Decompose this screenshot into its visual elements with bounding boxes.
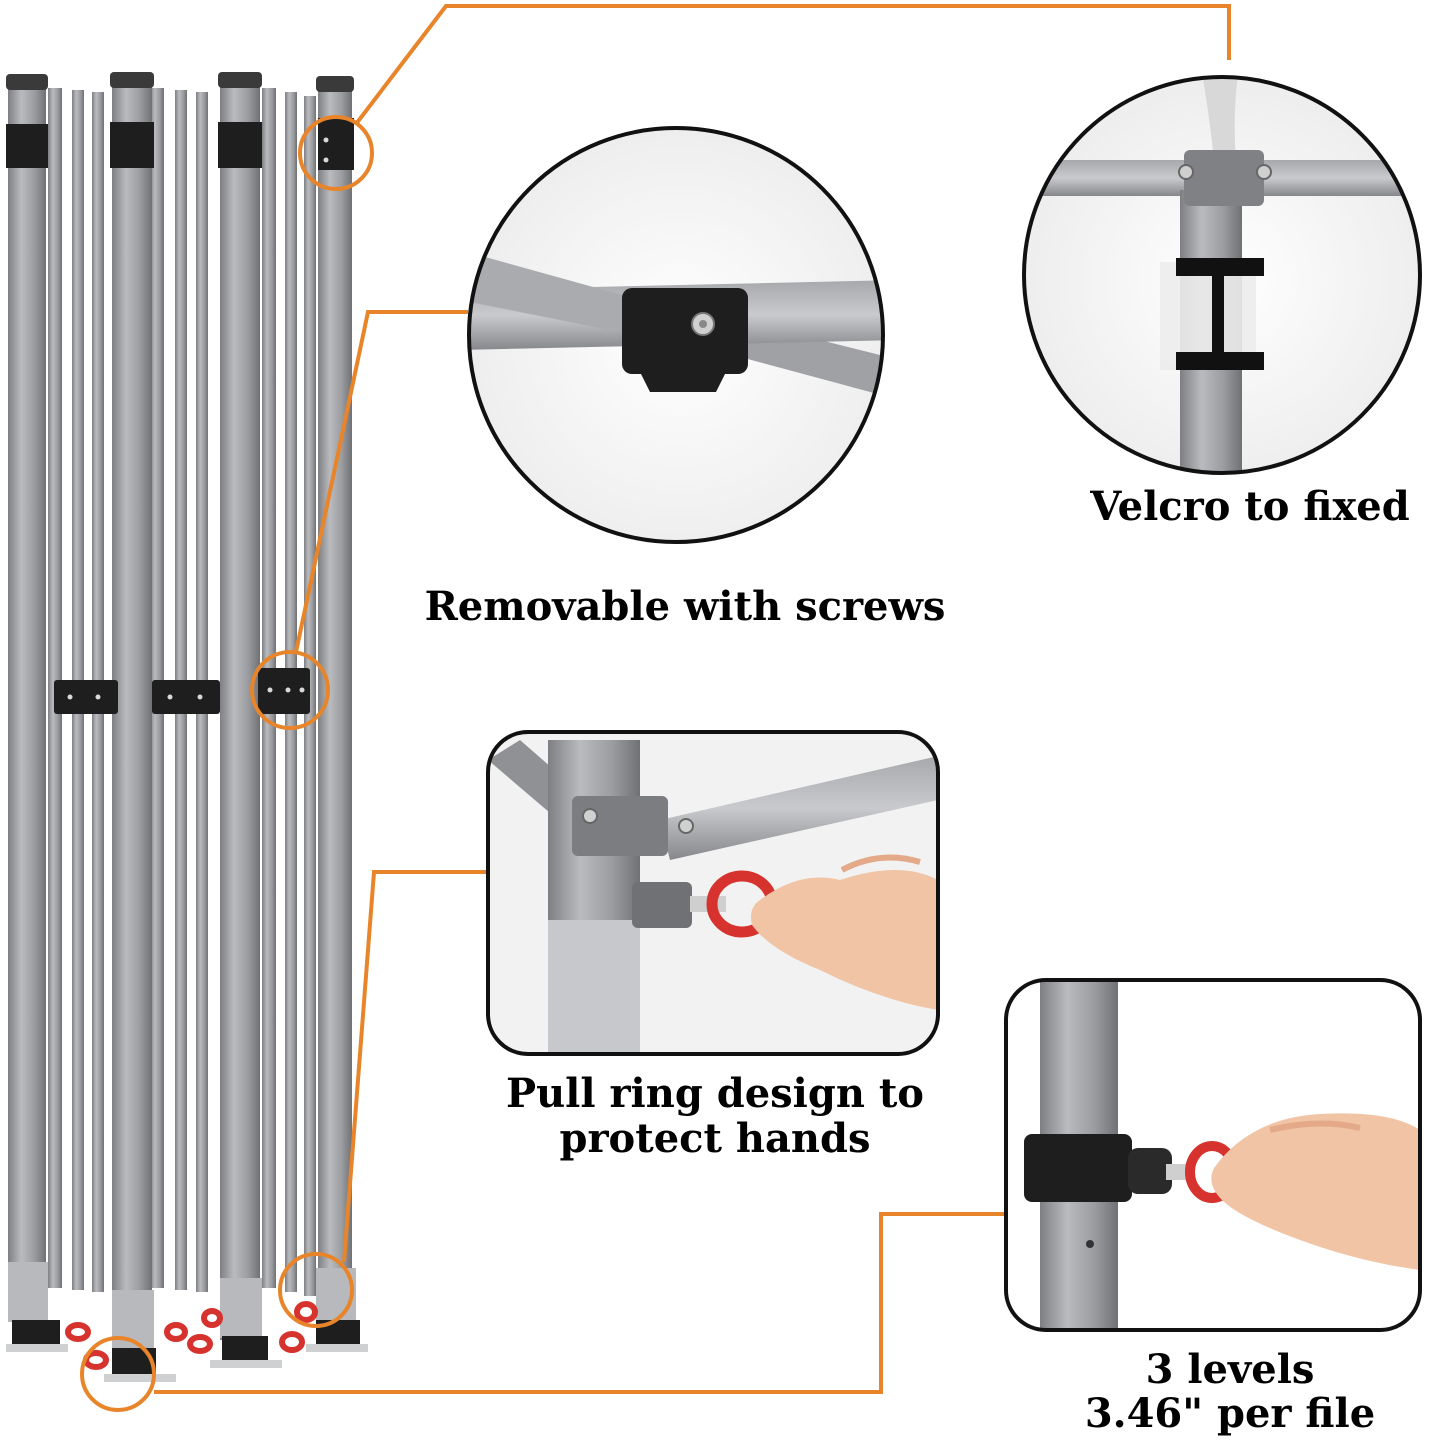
frame-middle-brackets: [54, 668, 310, 714]
frame-top-brackets: [6, 118, 354, 170]
caption-pull-ring-line2: protect hands: [559, 1114, 871, 1162]
callout-lines: [80, 4, 1231, 1412]
caption-pull-ring: Pull ring design to protect hands: [470, 1070, 960, 1162]
detail-pull-ring: [486, 730, 940, 1056]
caption-velcro: Velcro to fixed: [1090, 483, 1410, 530]
detail-height-levels: [1004, 978, 1422, 1332]
frame-pull-rings: [65, 1301, 318, 1370]
caption-levels-line2: 3.46" per file: [1084, 1390, 1376, 1437]
detail-removable-screws: [467, 126, 885, 544]
callout-ring-top-bracket: [298, 115, 374, 191]
frame-feet: [6, 1262, 368, 1382]
caption-levels-line1: 3 levels: [1145, 1346, 1315, 1393]
callout-ring-middle-bracket: [250, 650, 330, 730]
caption-height-levels: 3 levels 3.46" per file: [1040, 1348, 1420, 1436]
caption-removable-screws: Removable with screws: [424, 583, 946, 630]
frame-leg-caps: [6, 72, 354, 92]
folded-canopy-frame: [6, 72, 368, 1382]
detail-velcro: [1022, 75, 1422, 475]
callout-ring-foot-levels: [80, 1336, 156, 1412]
caption-pull-ring-line1: Pull ring design to: [506, 1070, 924, 1117]
callout-ring-foot-pull: [278, 1252, 354, 1328]
